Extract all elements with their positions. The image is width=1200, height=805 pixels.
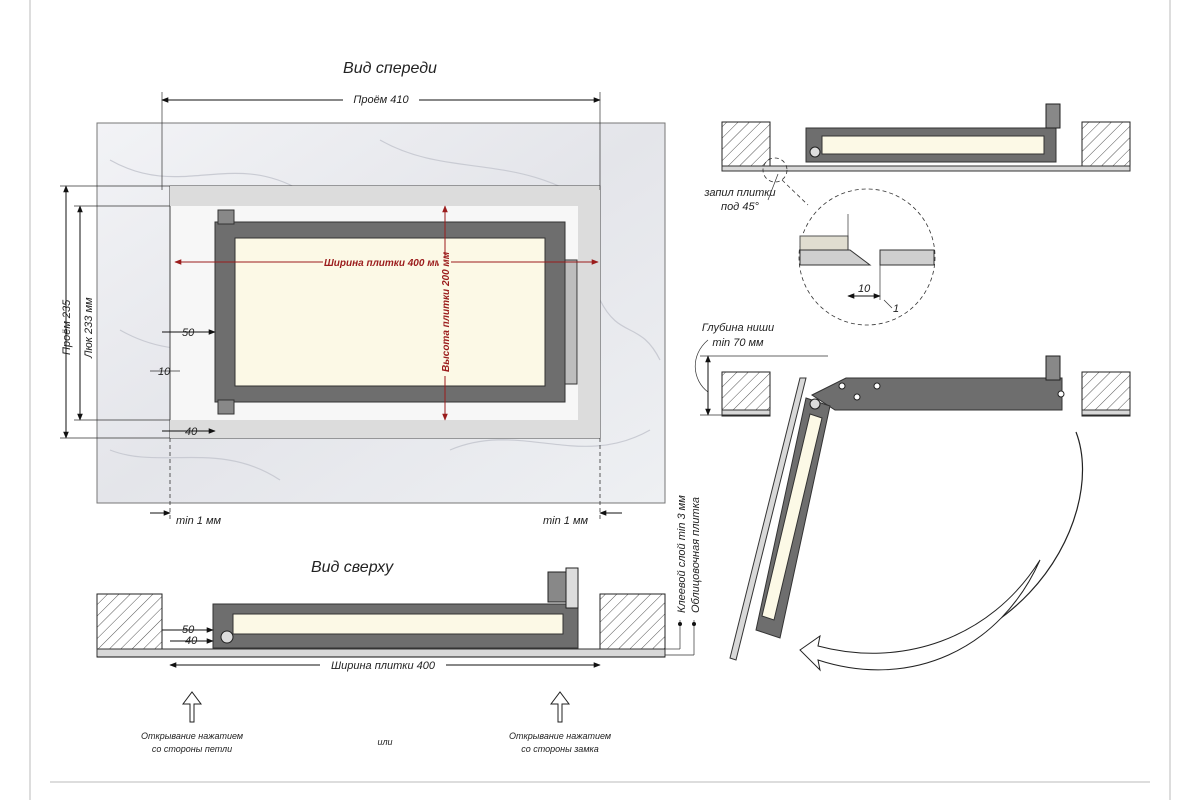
open-lock — [1045, 355, 1061, 381]
hinge-top — [217, 209, 235, 225]
opening-height-label: Проём 235 — [61, 299, 73, 355]
swing-arrow-icon — [799, 559, 1041, 672]
zoom-leader — [781, 179, 809, 206]
opening-top-strip — [170, 186, 600, 206]
frame-hole-2 — [853, 393, 861, 401]
detail-facing-strip — [721, 165, 1131, 172]
frame-hole-4 — [1057, 390, 1065, 398]
frame-hole-1 — [838, 382, 846, 390]
gap-right-label: min 1 мм — [543, 515, 588, 527]
open-lock-line2: со стороны замка — [521, 744, 599, 754]
top-view-title: Вид сверху — [311, 559, 394, 576]
open-door-facing — [729, 377, 807, 661]
top-dim-50-label: 50 — [182, 624, 195, 636]
cut-label-line2: под 45° — [721, 201, 760, 213]
top-tile-width-label-bg — [320, 659, 446, 672]
cut-leader — [767, 173, 779, 201]
facing-label: Облицовочная плитка — [690, 497, 702, 613]
zoom-dim-10-label: 10 — [858, 283, 871, 295]
gap-left-label: min 1 мм — [176, 515, 221, 527]
facing-tile-strip — [96, 648, 666, 658]
lock-bar — [564, 259, 578, 385]
zoom-dim-1-leader — [883, 299, 893, 309]
top-tile-width-label: Ширина плитки 400 — [331, 660, 436, 672]
top-lock — [547, 571, 567, 603]
tile-width-label-bg — [323, 256, 443, 268]
open-facing-right — [1081, 409, 1131, 416]
detail-hinge — [809, 146, 821, 158]
open-wall-right — [1081, 371, 1131, 417]
hatch-height-label: Люк 233 мм — [83, 297, 95, 359]
zoom-bevel-right — [879, 249, 935, 266]
zoom-tile-piece-left — [799, 235, 849, 251]
front-view-title: Вид спереди — [343, 60, 437, 77]
opening-width-label-bg — [343, 92, 419, 106]
open-lock-line1: Открывание нажатием — [509, 731, 611, 741]
zoom-bevel-left — [799, 249, 872, 266]
tile-width-label: Ширина плитки 400 мм — [324, 258, 443, 269]
frame-hole-3 — [873, 382, 881, 390]
niche-label-line2: min 70 мм — [712, 337, 764, 349]
top-tile-field — [232, 613, 564, 635]
detail-tile-field — [821, 135, 1045, 155]
opening-width-label: Проём 410 — [353, 94, 409, 106]
dim-40-label: 40 — [185, 426, 198, 438]
open-facing-left — [721, 409, 771, 416]
open-hinge — [809, 398, 821, 410]
top-lock-plate — [565, 567, 579, 609]
facing-dot — [692, 622, 696, 626]
wall-left-section — [96, 593, 163, 650]
tile-height-label-bg — [439, 258, 451, 376]
niche-label-line1: Глубина ниши — [702, 322, 774, 334]
zoom-marker — [762, 157, 788, 183]
open-fixed-frame — [810, 377, 1063, 411]
dim-50-label: 50 — [182, 327, 195, 339]
push-lock-arrow-icon — [550, 691, 570, 723]
detail-lock — [1045, 103, 1061, 129]
zoom-dim-1-label: 1 — [893, 303, 899, 315]
open-wall-left — [721, 371, 771, 417]
hinge-bottom — [217, 399, 235, 415]
open-door-tile — [761, 413, 823, 621]
adhesive-label: Клеевой слой min 3 мм — [676, 495, 688, 613]
tile-height-label: Высота плитки 200 мм — [441, 251, 452, 372]
opening-bottom-strip — [170, 420, 600, 438]
wall-right-section — [599, 593, 666, 650]
open-hinge-line1: Открывание нажатием — [141, 731, 243, 741]
adhesive-dot — [678, 622, 682, 626]
detail-wall-right — [1081, 121, 1131, 167]
opening-right-strip — [578, 206, 600, 420]
push-hinge-arrow-icon — [182, 691, 202, 723]
zoom-detail-circle — [798, 188, 936, 326]
open-hinge-line2: со стороны петли — [152, 744, 232, 754]
detail-wall-left — [721, 121, 771, 167]
cut-label-line1: запил плитки — [703, 187, 775, 199]
or-label: или — [377, 737, 392, 747]
dim-10-label: 10 — [158, 366, 171, 378]
swing-path — [799, 431, 1084, 660]
niche-brace — [694, 339, 709, 393]
top-hinge — [220, 630, 234, 644]
top-dim-40-label: 40 — [185, 635, 198, 647]
